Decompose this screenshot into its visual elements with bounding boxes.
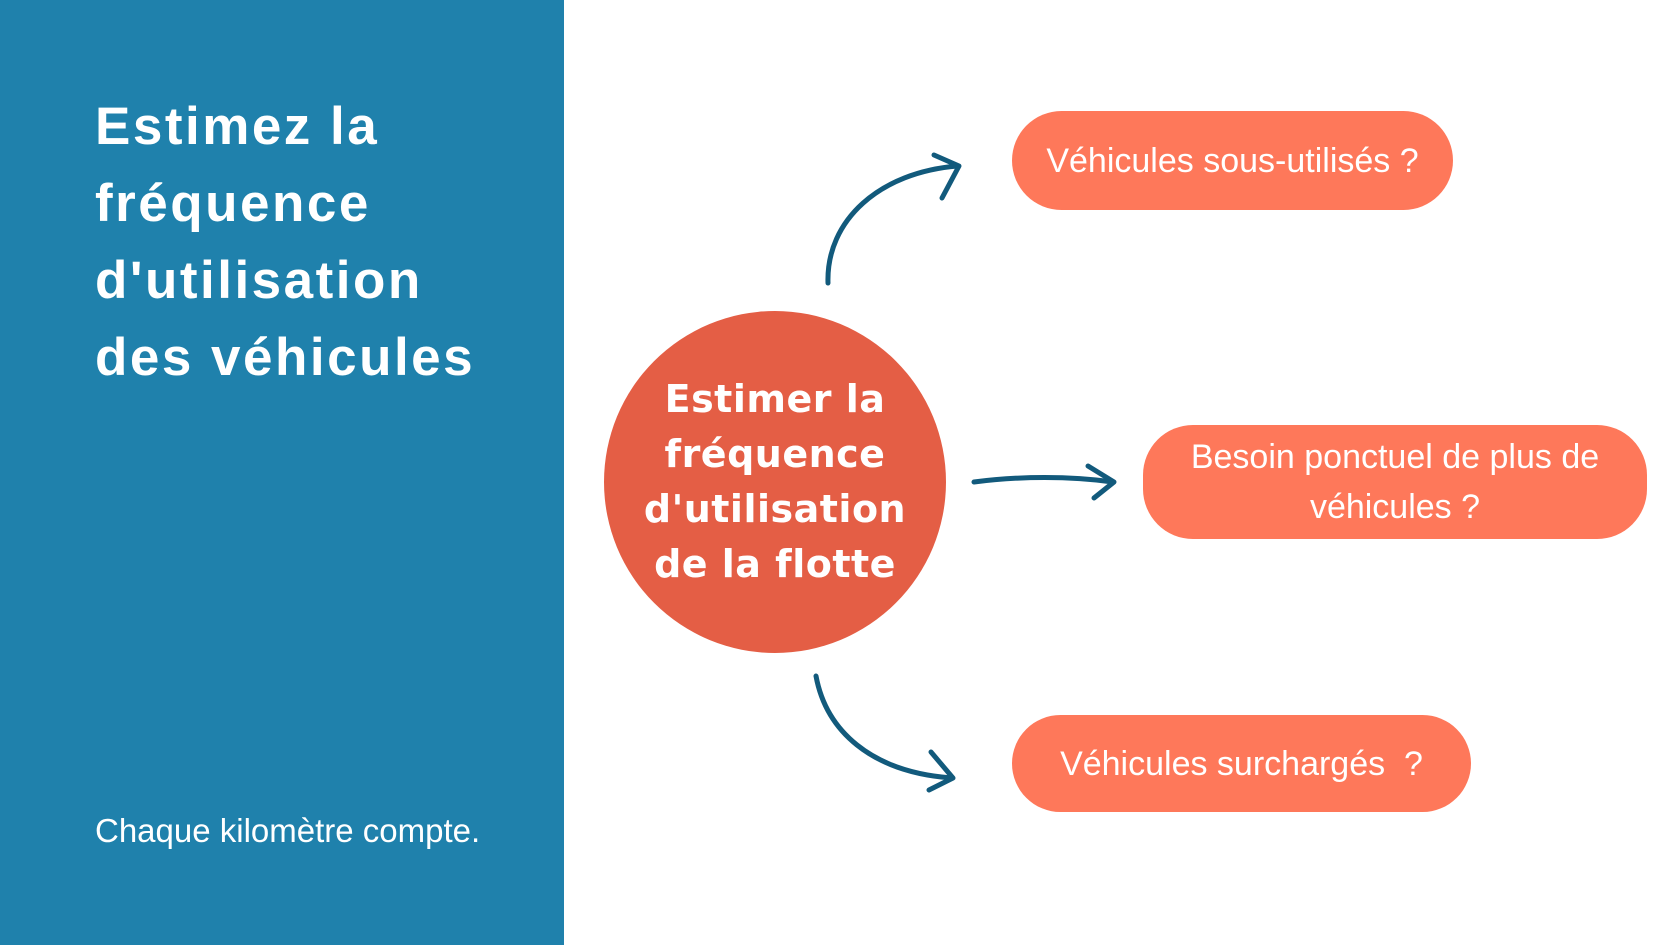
left-panel: Estimez la fréquence d'utilisation des v… <box>0 0 564 945</box>
panel-footer: Chaque kilomètre compte. <box>95 812 481 849</box>
branch-underused-vehicles: Véhicules sous-utilisés ? <box>1012 111 1453 210</box>
branch-extra-vehicles-need: Besoin ponctuel de plus de véhicules ? <box>1143 425 1647 539</box>
branch-label-line: véhicules ? <box>1309 488 1481 526</box>
center-line: Estimer la <box>664 377 886 421</box>
title-line: des véhicules <box>95 328 476 387</box>
branch-overloaded-vehicles: Véhicules surchargés ? <box>1012 715 1471 812</box>
branch-label: Véhicules sous-utilisés ? <box>1046 141 1419 180</box>
center-node: Estimer la fréquence d'utilisation de la… <box>604 311 946 653</box>
arrow-right-icon <box>971 463 1117 501</box>
arrow-down-icon <box>813 673 956 793</box>
branch-label: Véhicules surchargés ? <box>1060 744 1423 783</box>
arrow-up-icon <box>825 152 962 286</box>
center-line: d'utilisation <box>643 487 907 531</box>
title-line: d'utilisation <box>95 251 423 310</box>
branch-label-line: Besoin ponctuel de plus de <box>1190 438 1600 476</box>
title-line: fréquence <box>95 174 371 233</box>
center-line: fréquence <box>664 432 886 476</box>
title-line: Estimez la <box>95 97 380 156</box>
center-line: de la flotte <box>654 542 896 586</box>
panel-title: Estimez la fréquence d'utilisation des v… <box>95 88 475 396</box>
